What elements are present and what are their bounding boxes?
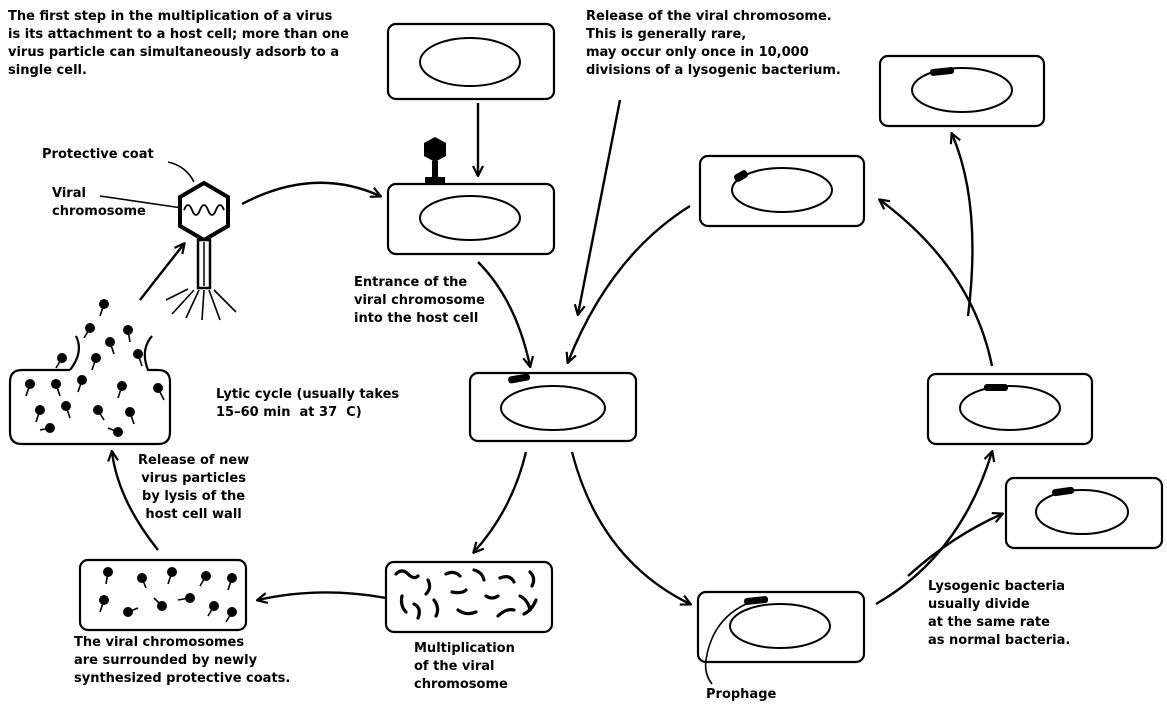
protective-coat-label: Protective coat	[42, 147, 154, 162]
protective-coat-pointer	[167, 161, 195, 183]
host-cell-center	[468, 371, 638, 443]
lysogenic-cell-upper	[926, 372, 1094, 446]
cell-coated-chromosomes	[78, 558, 248, 632]
virus-particles-free	[25, 299, 165, 437]
lysogenic-cell-releasing	[698, 154, 866, 228]
lysing-cell	[8, 299, 172, 446]
cell-multiplying-chromosomes	[384, 560, 554, 634]
lysogenic-divide-caption: Lysogenic bacteria usually divide at the…	[928, 579, 1071, 648]
host-cell-attached-phage	[386, 137, 556, 256]
viral-chromosome-label: Viral chromosome	[52, 186, 146, 219]
cycle-arrows	[112, 99, 1002, 604]
viral-chromosome-pointer	[99, 195, 183, 209]
host-cell-prophage	[696, 590, 866, 664]
lysogenic-cell-top	[878, 54, 1046, 128]
bacteriophage-icon	[165, 180, 237, 321]
prophage-label: Prophage	[706, 687, 777, 702]
first-step-caption: The first step in the multiplication of …	[8, 9, 349, 78]
host-cell-uninfected	[386, 22, 556, 101]
multiplication-caption: Multiplication of the viral chromosome	[414, 641, 515, 692]
release-chromosome-caption: Release of the viral chromosome. This is…	[586, 9, 841, 78]
lysogenic-cell-lower	[1004, 476, 1164, 550]
prophage-pointer	[704, 603, 747, 685]
attached-phage-icon	[424, 137, 446, 184]
lytic-cycle-caption: Lytic cycle (usually takes 15–60 min at …	[216, 387, 400, 420]
release-particles-caption: Release of new virus particles by lysis …	[138, 453, 250, 522]
coated-chromosomes-caption: The viral chromosomes are surrounded by …	[74, 635, 291, 686]
entrance-caption: Entrance of the viral chromosome into th…	[354, 275, 485, 326]
